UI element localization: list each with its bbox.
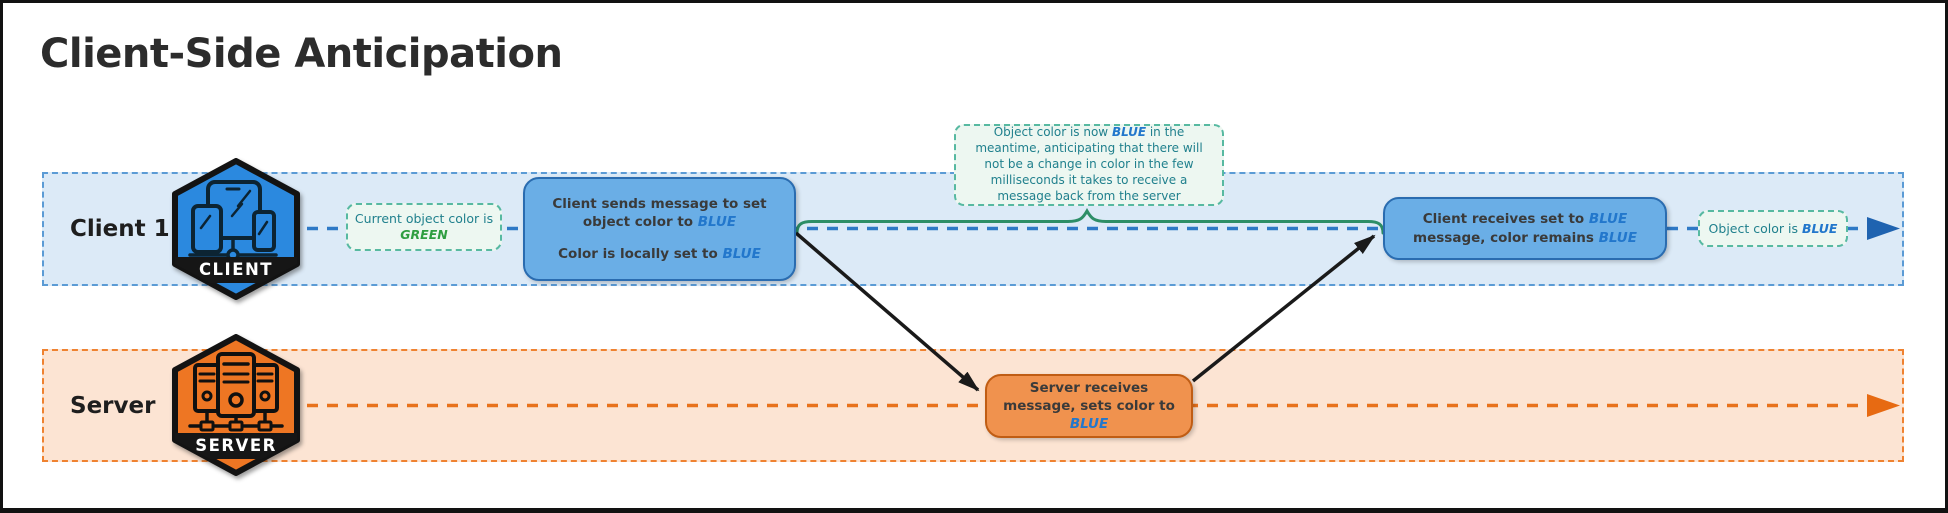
server-lane-label: Server — [70, 392, 156, 419]
client-badge-label: CLIENT — [199, 260, 273, 279]
server-badge-label: SERVER — [195, 436, 277, 455]
note-object-color-blue-text: Object color is BLUE — [1708, 221, 1838, 236]
note-anticipation-callout-text: Object color is now BLUE in the meantime… — [975, 125, 1203, 203]
note-current-color-green-text: Current object color is GREEN — [354, 210, 494, 242]
server-racks-glyph — [188, 352, 284, 432]
client-receive-box: Client receives set to BLUE message, col… — [1383, 197, 1667, 260]
client-send-box-line1: Client sends message to set object color… — [552, 195, 767, 230]
diagram-title: Client-Side Anticipation — [40, 31, 563, 77]
server-racks-hexagon-icon: SERVER — [172, 334, 300, 476]
devices-glyph — [188, 180, 278, 262]
server-receive-box-text: Server receives message, sets color to B… — [1003, 379, 1175, 433]
note-current-color-green: Current object color is GREEN — [346, 203, 502, 251]
client-receive-box-text: Client receives set to BLUE message, col… — [1413, 211, 1637, 246]
note-anticipation-callout: Object color is now BLUE in the meantime… — [954, 124, 1224, 206]
note-object-color-blue: Object color is BLUE — [1698, 210, 1848, 247]
client-send-box-line2: Color is locally set to BLUE — [558, 246, 761, 263]
client-devices-hexagon-icon: CLIENT — [172, 158, 300, 300]
client-lane-label: Client 1 — [70, 216, 170, 242]
server-receive-box: Server receives message, sets color to B… — [985, 374, 1193, 438]
client-send-box: Client sends message to set object color… — [523, 177, 796, 281]
server-lane: Server — [42, 349, 1904, 462]
